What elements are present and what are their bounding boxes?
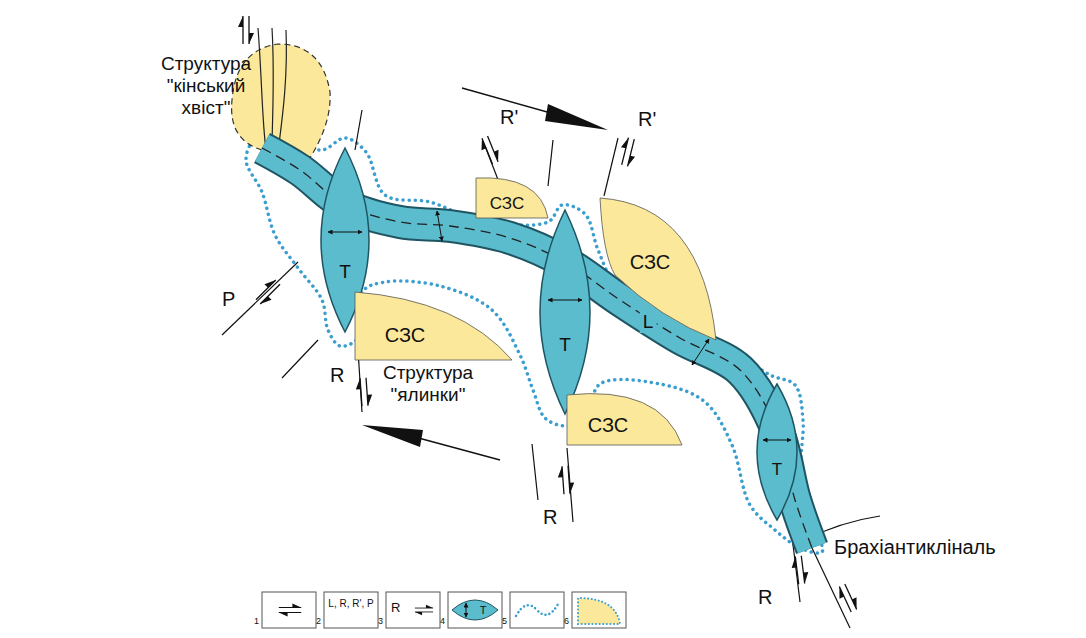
shear-symbol: [355, 377, 373, 406]
horsetail-structure-shape: [150, 15, 340, 180]
legend-number: 1: [254, 616, 259, 626]
legend-number: 3: [378, 616, 383, 626]
fault-line: [222, 262, 298, 335]
compression-arrow: [763, 440, 791, 441]
legend-item: 5: [510, 592, 564, 628]
fault-line: [258, 28, 266, 150]
legend-outline-sample: [516, 604, 558, 616]
legend-number: 2: [316, 616, 321, 626]
sector-zone: СЗС: [567, 385, 682, 445]
legend-box: [324, 592, 378, 628]
fault-line: [812, 548, 850, 628]
node-label: L: [640, 311, 657, 333]
lens-structure-outline: [757, 384, 797, 520]
fault-line: [282, 340, 318, 378]
shear-arrow-head: [545, 104, 608, 130]
fault-line: [278, 30, 286, 152]
shear-symbol: [477, 134, 502, 166]
node-label: СЗС: [490, 194, 524, 214]
compression-arrow: [437, 211, 442, 241]
legend-sample-text: T: [480, 604, 487, 617]
node-label: T: [772, 460, 782, 480]
fault-line: [272, 28, 273, 152]
legend-box: [572, 592, 626, 628]
lens-structure: T: [540, 210, 590, 414]
shear-symbol: [557, 465, 575, 494]
fault-line: [355, 110, 362, 150]
legend-boxes: [262, 592, 626, 628]
fault-line: [262, 148, 812, 548]
lens-structure-outline: [540, 210, 590, 414]
shear-fracture-label: P: [222, 288, 235, 311]
sector-zone: СЗС: [476, 175, 548, 218]
shear-symbol: [252, 276, 283, 307]
shear-fracture-label: R': [500, 106, 518, 129]
lens-structure-shape: [757, 384, 797, 520]
shear-symbol: [790, 555, 809, 585]
legend-swatch: [572, 592, 626, 628]
legend-lens-arrow: [466, 603, 467, 617]
fault-line: [548, 140, 553, 186]
legend-item: 4: [448, 592, 502, 628]
sector-zone-outline: [600, 198, 716, 340]
lens-structure: T: [757, 384, 797, 520]
shear-fracture-label: R: [758, 586, 772, 609]
compression-arrow: [328, 232, 362, 233]
legend-item: 6: [572, 592, 626, 628]
legend-box: [510, 592, 564, 628]
sector-zone: СЗС: [600, 198, 716, 340]
legend-sample-text: R: [391, 601, 400, 616]
fault-lines: [222, 110, 880, 628]
legend-box: [386, 592, 440, 628]
shear-symbol: [835, 582, 861, 614]
fault-line: [532, 444, 538, 500]
legend-item: 2: [324, 592, 378, 628]
lens-structure-shape: [540, 210, 590, 414]
shear-fracture-label: R: [330, 364, 344, 387]
horsetail-structure: Структура "кінський хвіст": [150, 15, 340, 180]
sector-zone-outline: [567, 394, 682, 445]
shear-symbol: [238, 16, 254, 44]
legend-lens-sample: [452, 600, 498, 620]
zone-outline: [246, 137, 823, 553]
legend-number: 6: [564, 616, 569, 626]
node-label: T: [559, 334, 571, 356]
legend-item: 3: [386, 592, 440, 628]
legend-sample-text: L, R, R', P: [328, 598, 373, 610]
band-fill: [262, 148, 812, 548]
legend-swatch-shape: [578, 598, 620, 624]
shear-symbol: [617, 136, 639, 167]
compression-arrow: [692, 339, 709, 365]
shear-fracture-label: R: [543, 506, 557, 529]
sector-zone: СЗС: [355, 292, 512, 360]
node-label: T: [339, 261, 351, 283]
fault-line: [604, 138, 618, 196]
node-label: СЗС: [385, 324, 426, 347]
sector-zone-outline: [476, 178, 548, 218]
legend-box: [262, 592, 316, 628]
structure-label: Структура "ялинки": [372, 362, 484, 406]
legend-box: [448, 592, 502, 628]
legend-shear-sample: [415, 605, 433, 615]
legend-number: 5: [502, 616, 507, 626]
legend-shear-sample: [279, 604, 301, 617]
sector-zone-outline: [355, 292, 512, 360]
legend-item: 1: [262, 592, 316, 628]
shear-arrow-head: [362, 425, 423, 447]
compression-arrow: [548, 300, 582, 301]
shear-fracture-label: R': [638, 108, 656, 131]
node-label: СЗС: [630, 251, 671, 274]
node-label: Структура "кінський хвіст": [159, 53, 253, 119]
sector-zone-shape: [355, 292, 512, 360]
node-label: СЗС: [588, 414, 629, 437]
band-edge: [262, 148, 812, 548]
structure-label: Брахіантикліналь: [834, 536, 996, 559]
legend-number: 4: [440, 616, 445, 626]
